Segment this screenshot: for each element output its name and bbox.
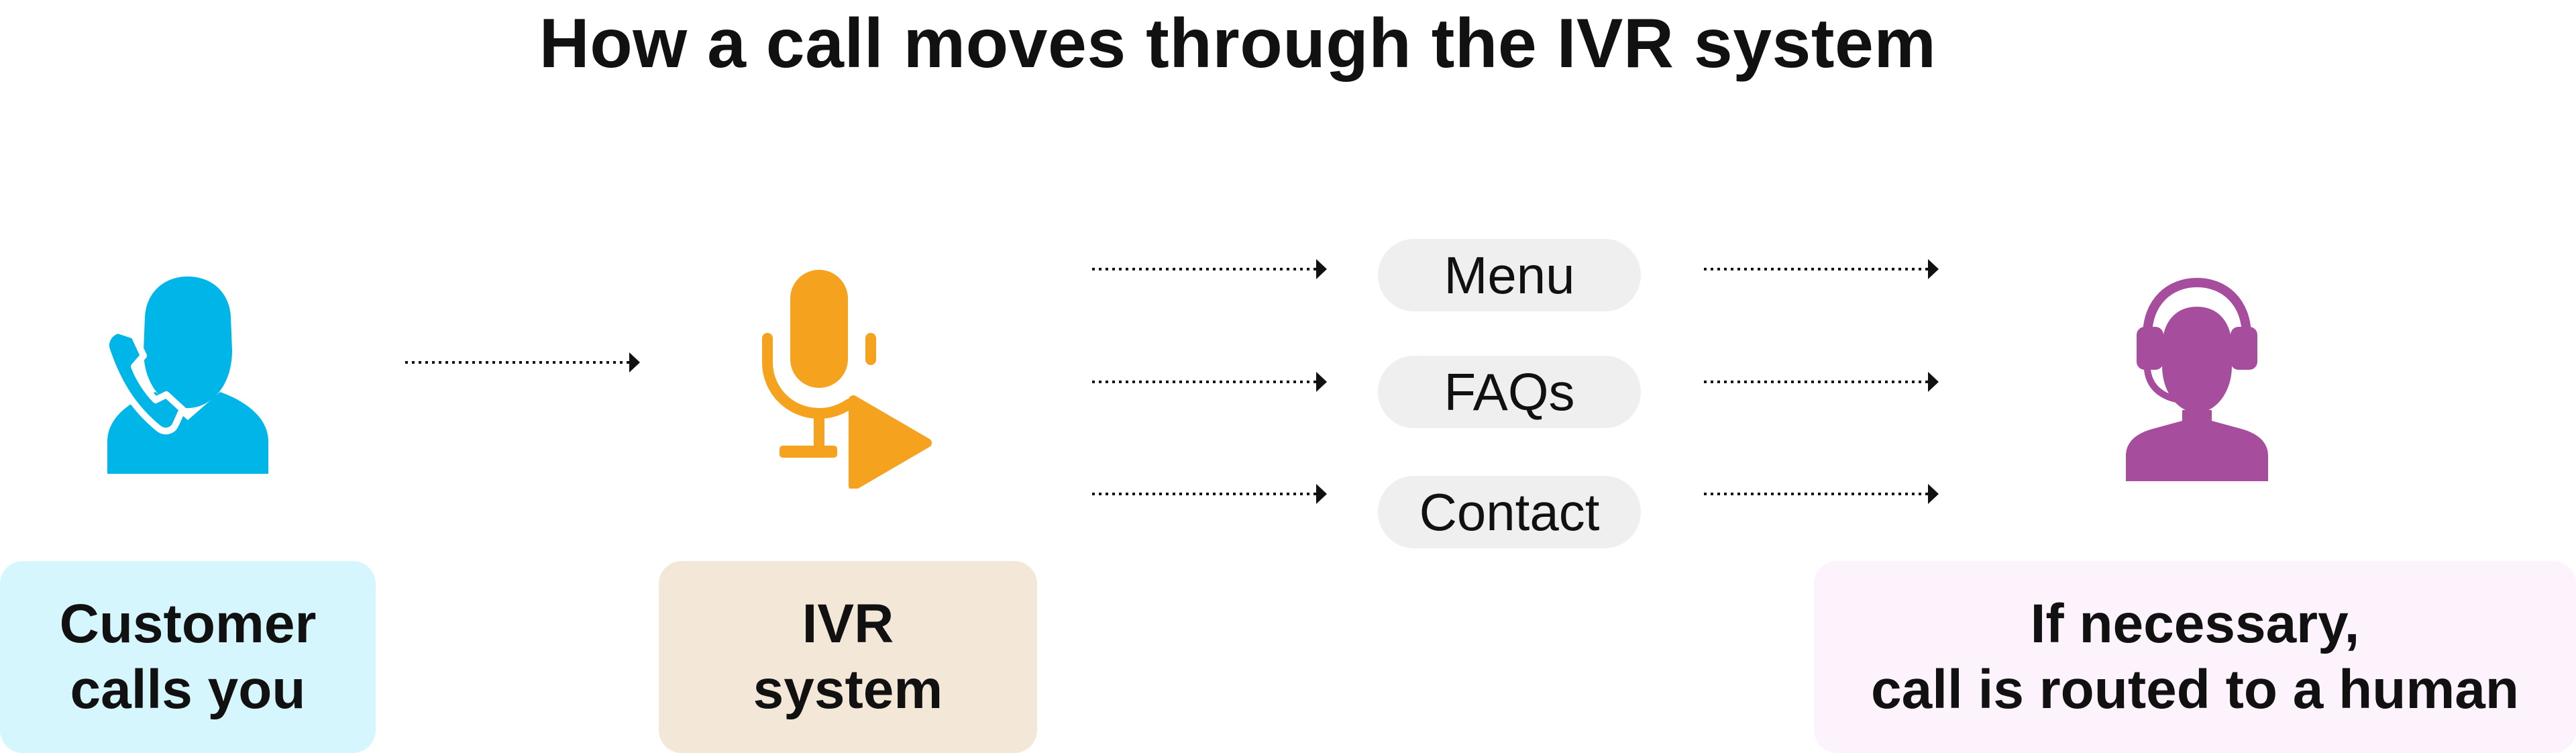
arrow-menu-to-agent [1704,256,1939,283]
arrow-ivr-to-contact [1092,481,1327,507]
customer-label-line2: calls you [70,659,306,720]
customer-label-box: Customer calls you [0,561,376,753]
ivr-label-line1: IVR [802,593,894,654]
agent-label-line1: If necessary, [2030,593,2360,654]
headset-agent-icon [2123,272,2271,487]
arrow-customer-to-ivr [405,349,640,376]
agent-label-box: If necessary, call is routed to a human [1814,561,2576,753]
diagram-title: How a call moves through the IVR system [539,5,1937,83]
customer-label-line1: Customer [59,593,317,654]
option-pill-menu: Menu [1378,239,1641,311]
agent-label-line2: call is routed to a human [1871,659,2519,720]
arrow-ivr-to-menu [1092,256,1327,283]
option-pill-faqs: FAQs [1378,356,1641,428]
arrow-ivr-to-faqs [1092,368,1327,395]
arrow-faqs-to-agent [1704,368,1939,395]
ivr-label-box: IVR system [659,561,1037,753]
arrow-contact-to-agent [1704,481,1939,507]
customer-phone-icon [94,268,282,483]
option-pill-contact: Contact [1378,476,1641,548]
microphone-play-icon [758,267,939,489]
ivr-label-line2: system [753,659,943,720]
